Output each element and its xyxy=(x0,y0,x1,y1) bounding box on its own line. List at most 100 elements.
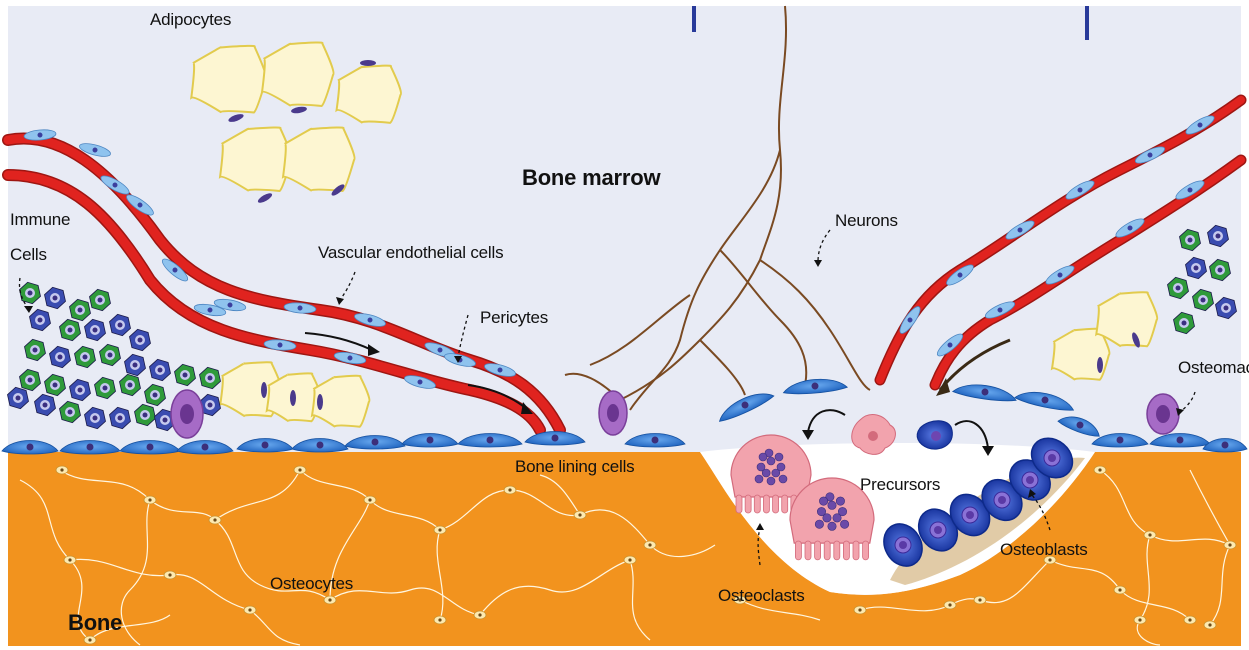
label-osteocytes: Osteocytes xyxy=(270,574,353,594)
label-bone-lining-cells: Bone lining cells xyxy=(515,457,634,477)
osteocyte-nucleus xyxy=(578,513,581,516)
label-immune: Immune xyxy=(10,210,70,230)
osteoclast-nucleus xyxy=(836,497,844,505)
osteoblast-nucleus xyxy=(998,496,1006,504)
osteoclast-nucleus xyxy=(779,475,787,483)
immune-cell-nucleus xyxy=(78,308,83,313)
osteocyte-nucleus xyxy=(368,498,371,501)
ruffled-border xyxy=(843,541,849,560)
osteocyte-nucleus xyxy=(1148,533,1151,536)
immune-cell-nucleus xyxy=(53,383,58,388)
immune-cell-nucleus xyxy=(43,403,48,408)
ruffled-border xyxy=(824,541,830,560)
osteocyte-nucleus xyxy=(148,498,151,501)
ruffled-border xyxy=(763,495,769,513)
ruffled-border xyxy=(795,541,801,560)
osteoclast-nucleus xyxy=(833,514,841,522)
macrophage-nucleus xyxy=(180,404,194,424)
osteoclast-nucleus xyxy=(823,514,831,522)
immune-cell-nucleus xyxy=(183,373,188,378)
osteocyte-nucleus xyxy=(508,488,511,491)
immune-cell-nucleus xyxy=(58,355,63,360)
osteocyte-nucleus xyxy=(60,468,63,471)
osteomac-nucleus xyxy=(1156,405,1170,423)
immune-cell-nucleus xyxy=(53,296,58,301)
osteocyte-nucleus xyxy=(438,618,441,621)
osteocyte-nucleus xyxy=(248,608,251,611)
osteoclast-nucleus xyxy=(767,477,775,485)
osteocyte-nucleus xyxy=(328,598,331,601)
osteocyte-nucleus xyxy=(1098,468,1101,471)
label-precursors: Precursors xyxy=(860,475,940,495)
lining-nucleus xyxy=(487,437,494,444)
lining-nucleus xyxy=(1117,437,1124,444)
ruffled-border xyxy=(805,541,811,560)
osteocyte-nucleus xyxy=(438,528,441,531)
lining-nucleus xyxy=(87,444,94,451)
immune-cell-nucleus xyxy=(208,403,213,408)
adipocyte-nucleus xyxy=(360,60,376,66)
ruffled-border xyxy=(745,495,751,513)
precursor-nucleus xyxy=(931,431,941,441)
immune-cell-nucleus xyxy=(153,393,158,398)
immune-cell-nucleus xyxy=(118,323,123,328)
scale-tick xyxy=(692,6,696,32)
osteoblast-nucleus xyxy=(934,526,942,534)
immune-cell-nucleus xyxy=(143,413,148,418)
immune-cell-nucleus xyxy=(98,298,103,303)
ruffled-border xyxy=(754,495,760,513)
lining-nucleus xyxy=(202,444,209,451)
osteocyte-nucleus xyxy=(1188,618,1191,621)
label-osteoclasts: Osteoclasts xyxy=(718,586,805,606)
label-vascular-endothelial-cells: Vascular endothelial cells xyxy=(318,243,503,263)
osteocyte-nucleus xyxy=(978,598,981,601)
immune-cell-nucleus xyxy=(28,291,33,296)
label-bone: Bone xyxy=(68,610,122,636)
immune-cell-nucleus xyxy=(133,363,138,368)
immune-cell-nucleus xyxy=(1194,266,1199,271)
osteocyte-nucleus xyxy=(1208,623,1211,626)
osteoblast-nucleus xyxy=(899,541,907,549)
label-pericytes: Pericytes xyxy=(480,308,548,328)
scale-tick xyxy=(1085,6,1089,40)
label-neurons: Neurons xyxy=(835,211,898,231)
immune-cell-nucleus xyxy=(208,376,213,381)
ruffled-border xyxy=(736,495,742,513)
lining-nucleus xyxy=(147,444,154,451)
immune-cell-nucleus xyxy=(1201,298,1206,303)
label-bone-marrow: Bone marrow xyxy=(522,165,660,191)
immune-cell-nucleus xyxy=(103,386,108,391)
osteoclast-nucleus xyxy=(819,497,827,505)
adipocyte-nucleus xyxy=(317,394,323,410)
label-cells: Cells xyxy=(10,245,47,265)
lining-nucleus xyxy=(262,442,269,449)
ruffled-border xyxy=(815,541,821,560)
osteoblast-nucleus xyxy=(966,511,974,519)
osteoclast-nucleus xyxy=(762,469,770,477)
osteoclast-nucleus xyxy=(755,475,763,483)
immune-cell-nucleus xyxy=(163,418,168,423)
ruffled-border xyxy=(834,541,840,560)
immune-cell-nucleus xyxy=(78,388,83,393)
immune-cell-nucleus xyxy=(1224,306,1229,311)
immune-cell-nucleus xyxy=(93,328,98,333)
immune-cell-nucleus xyxy=(83,355,88,360)
label-adipocytes: Adipocytes xyxy=(150,10,231,30)
immune-cell-nucleus xyxy=(108,353,113,358)
lining-nucleus xyxy=(427,437,434,444)
immune-cell-nucleus xyxy=(1182,321,1187,326)
immune-cell-nucleus xyxy=(1216,234,1221,239)
adipocyte-nucleus xyxy=(261,382,267,398)
osteoclast-nucleus xyxy=(828,501,836,509)
immune-cell-nucleus xyxy=(38,318,43,323)
lining-nucleus xyxy=(27,444,34,451)
lining-nucleus xyxy=(372,439,379,446)
osteoclast-nucleus xyxy=(815,520,823,528)
osteoclast-nucleus xyxy=(767,457,775,465)
lining-nucleus xyxy=(317,442,324,449)
osteoclast-nucleus xyxy=(775,453,783,461)
label-osteomac: Osteomac xyxy=(1178,358,1249,378)
macrophage-nucleus xyxy=(607,404,619,422)
immune-cell-nucleus xyxy=(128,383,133,388)
